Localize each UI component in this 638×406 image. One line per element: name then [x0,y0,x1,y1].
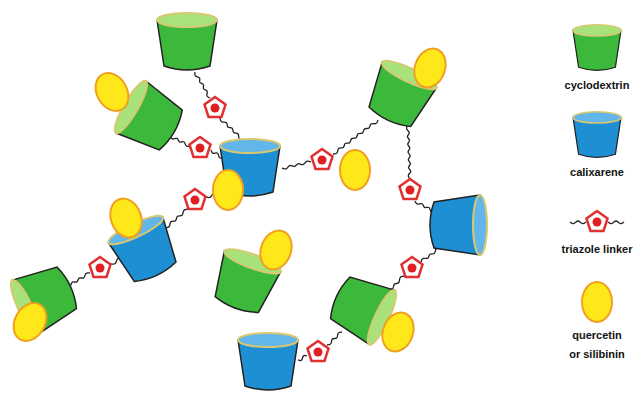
legend-label: triazole linker [562,240,633,259]
linker-chain [170,136,190,146]
linker-chain [195,72,210,98]
linker-chain [327,332,342,345]
linker-chain [333,120,378,154]
guest-molecules [7,44,451,356]
legend-label: cyclodextrin [565,76,630,95]
linker-chain [282,161,311,169]
linker-chain [406,125,410,179]
linker-chain [298,355,307,360]
linker-chain [570,221,586,224]
cyclodextrin-cups [6,13,439,347]
triazole-linkers [90,97,423,361]
calixarene-cups [106,139,487,390]
linker-chain [220,118,243,140]
linker-chain [608,221,624,224]
linker-chain [165,209,188,228]
linker-chains [66,72,624,361]
legend-label: quercetin or silibinin [567,326,627,364]
legend-label: calixarene [570,163,624,182]
linker-chain [421,248,440,262]
